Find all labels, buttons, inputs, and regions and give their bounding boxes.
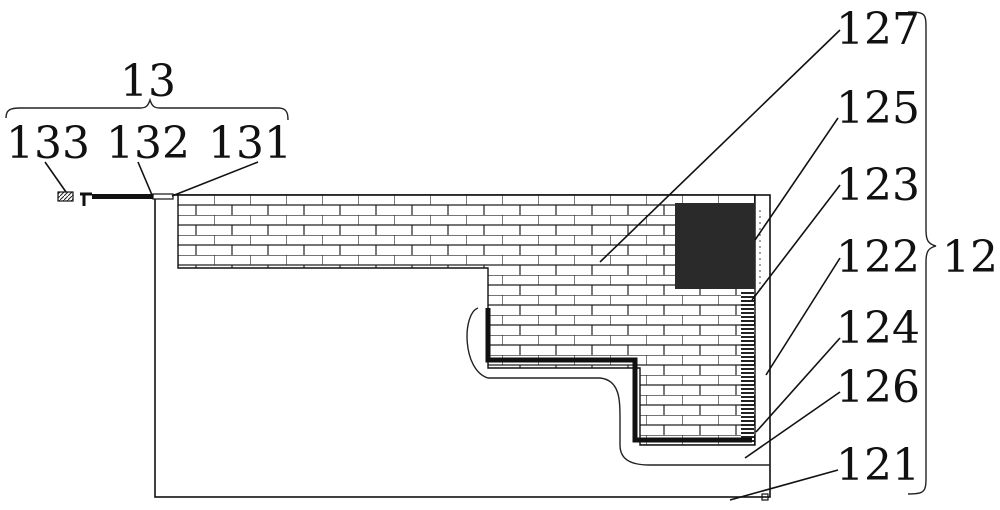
element-133 <box>58 192 73 201</box>
label-124: 124 <box>836 303 920 354</box>
label-125: 125 <box>836 83 920 134</box>
element-132-stub <box>80 194 92 206</box>
brick-region <box>178 195 755 445</box>
label-12: 12 <box>942 232 998 283</box>
label-123: 123 <box>836 160 920 211</box>
label-13: 13 <box>120 56 176 107</box>
label-127: 127 <box>836 4 920 55</box>
label-121: 121 <box>836 440 920 491</box>
striped-strip <box>741 292 754 442</box>
label-133: 133 <box>6 118 90 169</box>
dark-block <box>675 203 755 289</box>
element-132 <box>92 194 154 199</box>
element-131 <box>153 194 173 199</box>
label-131: 131 <box>208 118 292 169</box>
label-132: 132 <box>106 118 190 169</box>
label-126: 126 <box>836 362 920 413</box>
label-122: 122 <box>836 232 920 283</box>
